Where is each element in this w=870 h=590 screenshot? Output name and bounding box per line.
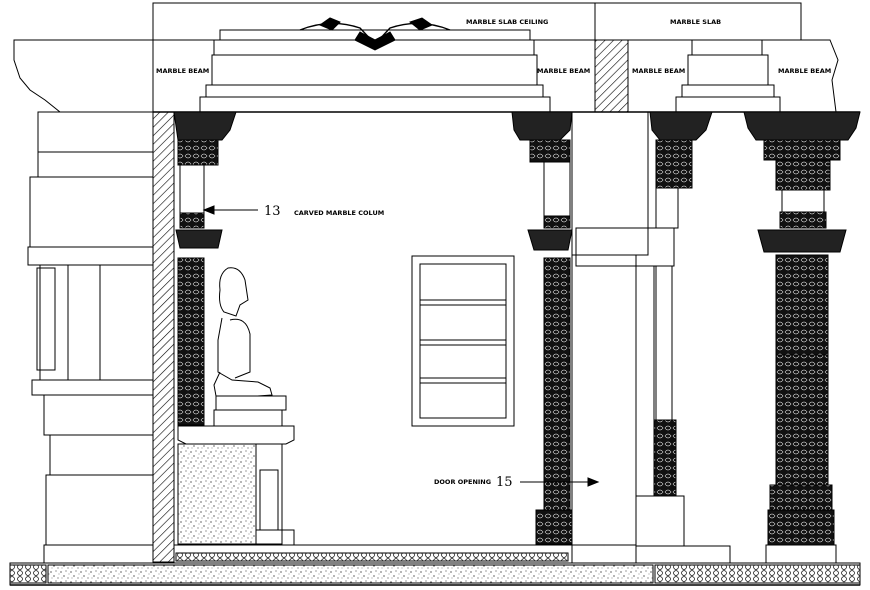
door-opening bbox=[571, 111, 731, 564]
door-side-column bbox=[649, 111, 713, 497]
door-opening-label: DOOR OPENING bbox=[434, 478, 491, 486]
door-opening-number: 15 bbox=[496, 475, 513, 490]
left-carved-column bbox=[173, 111, 237, 426]
label-marble-beam-left: MARBLE BEAM bbox=[156, 67, 209, 75]
label-marble-beam-right: MARBLE BEAM bbox=[632, 67, 685, 75]
left-outer-wall bbox=[13, 39, 154, 564]
carved-column-label: CARVED MARBLE COLUM bbox=[294, 209, 384, 217]
right-carved-column bbox=[743, 111, 861, 564]
left-hatched-wall bbox=[152, 111, 175, 563]
floor bbox=[9, 544, 861, 586]
statue-pedestal bbox=[177, 425, 295, 546]
carved-column-number: 13 bbox=[264, 204, 281, 219]
right-ceiling-molding bbox=[675, 39, 839, 113]
seated-statue bbox=[213, 267, 287, 427]
label-marble-beam-center: MARBLE BEAM bbox=[537, 67, 590, 75]
label-marble-slab-ceiling: MARBLE SLAB CEILING bbox=[466, 18, 548, 26]
label-marble-slab: MARBLE SLAB bbox=[670, 18, 721, 26]
window bbox=[411, 255, 515, 427]
carved-column-leader bbox=[202, 205, 258, 215]
top-hatched-wall bbox=[594, 39, 629, 113]
central-ceiling-molding bbox=[199, 17, 551, 113]
door-opening-leader bbox=[520, 477, 600, 487]
center-carved-column bbox=[511, 111, 573, 545]
label-marble-beam-far-right: MARBLE BEAM bbox=[778, 67, 831, 75]
